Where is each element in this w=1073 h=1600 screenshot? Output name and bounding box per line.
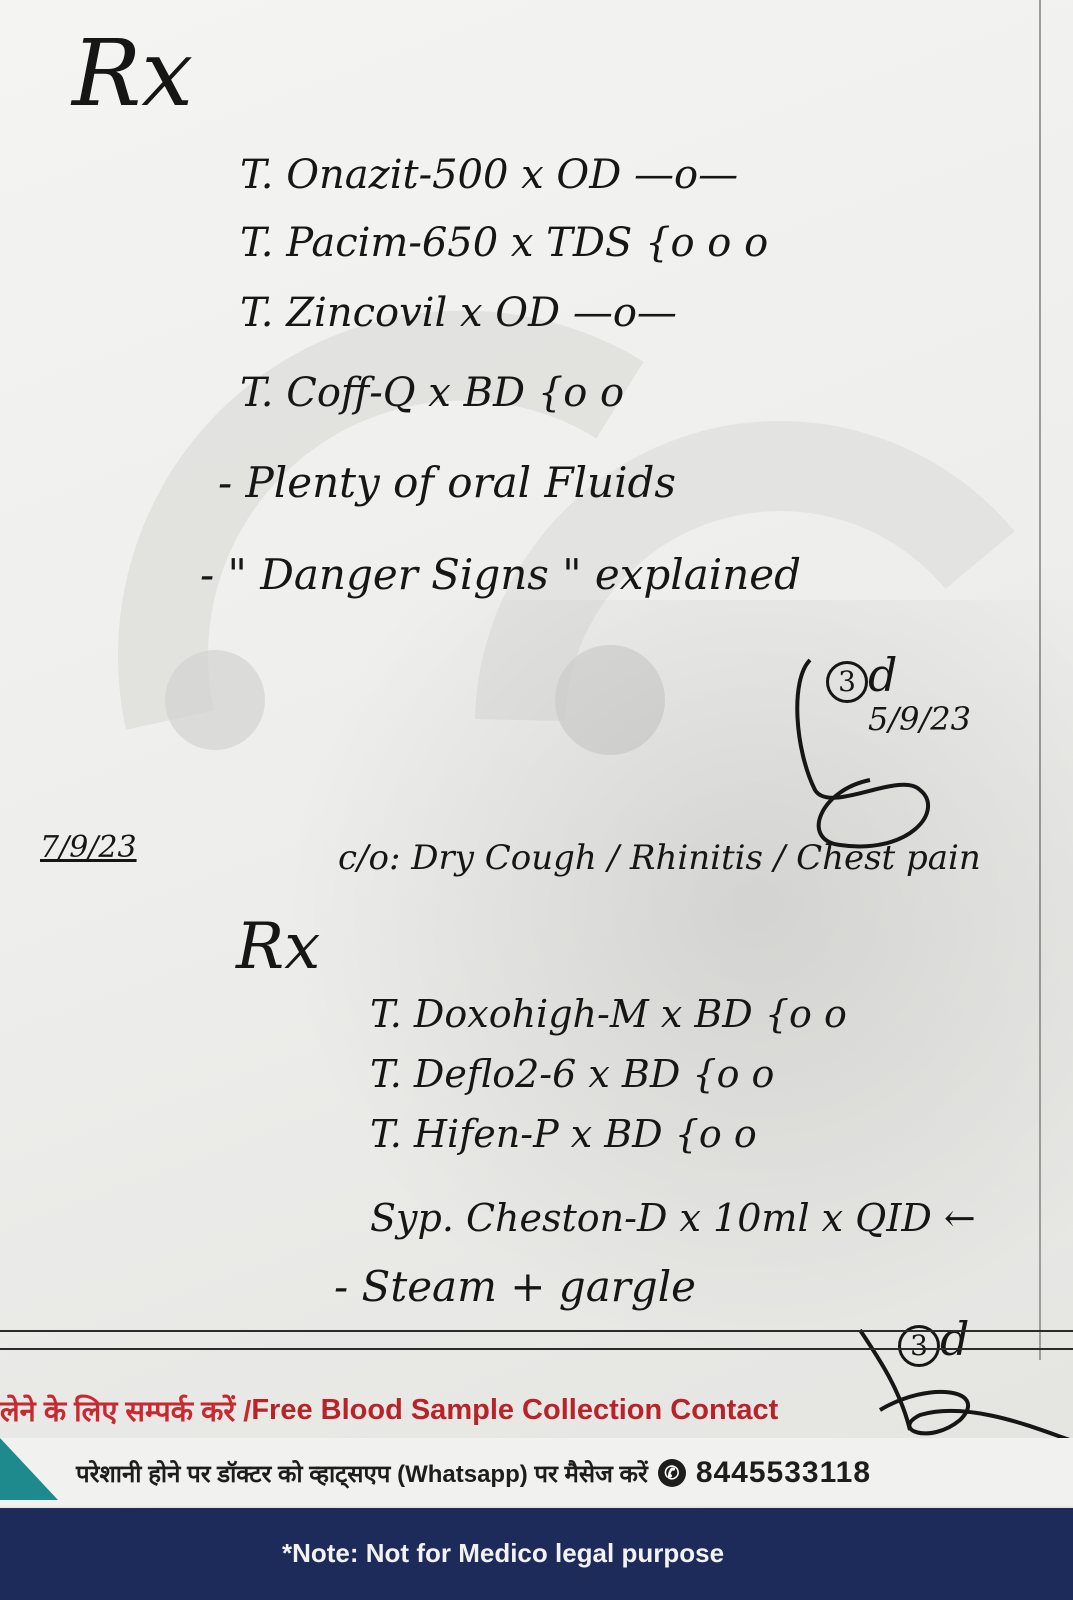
duration-number: 3 (898, 1325, 940, 1367)
complaints: c/o: Dry Cough / Rhinitis / Chest pain (338, 838, 981, 878)
visit-date-2: 7/9/23 (40, 830, 137, 865)
med-line: Syp. Cheston-D x 10ml x QID ← (370, 1196, 976, 1240)
med-schedule: {o o (674, 1112, 757, 1156)
med-name: T. Pacim-650 (240, 220, 499, 266)
advice-line: - Steam + gargle (334, 1262, 696, 1311)
med-line: T. Coff-Q x BD {o o (240, 370, 624, 416)
advice-line: - Plenty of oral Fluids (218, 458, 676, 507)
rx-symbol-2: Rx (236, 910, 321, 984)
med-name: T. Onazit-500 (240, 152, 509, 198)
prescription-date-1: 5/9/23 (868, 700, 971, 738)
med-line: T. Pacim-650 x TDS {o o o (240, 220, 768, 266)
footer-divider (0, 1330, 1073, 1332)
med-schedule: {o o (764, 992, 847, 1036)
doctor-signature-2 (858, 1328, 1071, 1442)
advice-line: - " Danger Signs " explained (200, 550, 801, 599)
med-line: T. Onazit-500 x OD —o— (240, 152, 738, 198)
med-name: Syp. Cheston-D (370, 1196, 668, 1240)
footer-english-text: Free Blood Sample Collection Contact (251, 1393, 779, 1426)
phone-number[interactable]: 8445533118 (695, 1456, 872, 1489)
footer-whatsapp-strip (0, 1438, 1073, 1506)
photo-shadow (280, 600, 1073, 1360)
med-dose: x BD (588, 1052, 681, 1096)
med-name: T. Hifen-P (370, 1112, 559, 1156)
med-schedule: —o— (572, 290, 677, 336)
footer-hindi-text: लेने के लिए सम्पर्क करें / (0, 1395, 252, 1428)
footer-note-band (0, 1508, 1073, 1600)
med-line: T. Doxohigh-M x BD {o o (370, 992, 847, 1036)
med-name: T. Zincovil (240, 290, 448, 336)
med-line: T. Zincovil x OD —o— (240, 290, 677, 336)
med-dose: x TDS (510, 220, 633, 266)
footer-whatsapp-line: परेशानी होने पर डॉक्टर को व्हाट्सएप (Wha… (76, 1456, 871, 1490)
med-dose: x OD (459, 290, 561, 336)
footer-blood-sample: लेने के लिए सम्पर्क करें / Free Blood Sa… (0, 1384, 1073, 1436)
med-line: T. Hifen-P x BD {o o (370, 1112, 757, 1156)
footer-note: *Note: Not for Medico legal purpose (282, 1538, 725, 1568)
duration-number: 3 (826, 661, 868, 703)
med-schedule: {o o (692, 1052, 775, 1096)
med-schedule: —o— (634, 152, 739, 198)
footer-whatsapp-text: परेशानी होने पर डॉक्टर को व्हाट्सएप (Wha… (76, 1460, 648, 1488)
med-dose: x BD (570, 1112, 663, 1156)
whatsapp-icon: ✆ (657, 1459, 686, 1487)
duration-unit: d (940, 1312, 970, 1366)
med-schedule: {o o o (645, 220, 769, 266)
med-name: T. Doxohigh-M (370, 992, 649, 1036)
med-dose: x BD (660, 992, 753, 1036)
med-schedule: {o o (537, 370, 625, 416)
med-dose: x OD (521, 152, 622, 198)
med-dose: x BD (428, 370, 526, 416)
teal-corner-accent (0, 1438, 58, 1500)
rx-symbol-1: Rx (72, 20, 194, 127)
med-name: T. Deflo2-6 (370, 1052, 577, 1096)
med-schedule: ← (943, 1196, 976, 1240)
footer-divider (0, 1348, 1073, 1350)
med-line: T. Deflo2-6 x BD {o o (370, 1052, 774, 1096)
med-dose: x 10ml x QID (679, 1196, 932, 1240)
med-name: T. Coff-Q (240, 370, 416, 416)
doctor-signature-1 (795, 658, 931, 849)
duration-unit: d (868, 648, 898, 702)
